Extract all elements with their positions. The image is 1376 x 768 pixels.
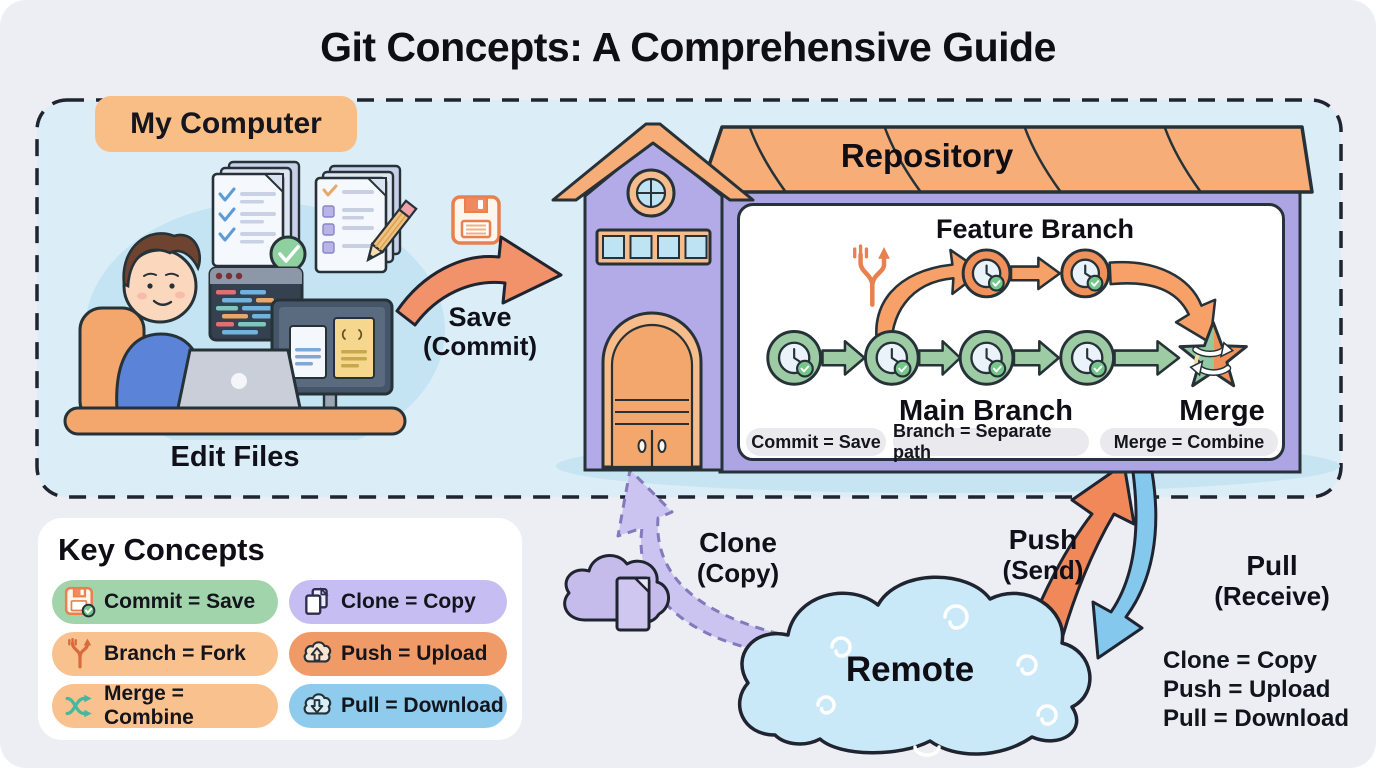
concept-clone: Clone = Copy — [289, 580, 507, 624]
repository-label: Repository — [840, 137, 1014, 174]
concept-label: Clone = Copy — [341, 590, 476, 613]
concept-label: Pull = Download — [341, 694, 504, 717]
window-row — [595, 228, 712, 266]
concept-branch: Branch = Fork — [52, 632, 278, 676]
cloud-download-icon — [301, 690, 333, 722]
merge-star-icon — [1178, 320, 1248, 388]
fork-branch-icon — [853, 244, 890, 307]
main-branch-label: Main Branch — [898, 395, 1074, 427]
clone-cloud-icon — [563, 554, 670, 632]
key-concepts-panel: Key Concepts Commit = Save Clone = Copy … — [38, 518, 522, 740]
main-branch-arrows — [821, 340, 1181, 376]
save-commit-label: Save (Commit) — [422, 302, 538, 362]
desk — [63, 406, 407, 436]
page-title: Git Concepts: A Comprehensive Guide — [320, 24, 1056, 70]
concept-pull: Pull = Download — [289, 684, 507, 728]
developer-illustration — [63, 160, 445, 440]
fork-branch-icon — [64, 637, 96, 670]
documents-icon — [301, 586, 333, 618]
commit-definition-pill: Commit = Save — [746, 428, 886, 456]
checked-documents-icon — [211, 160, 307, 273]
monitor — [270, 298, 394, 412]
concept-label: Merge = Combine — [104, 682, 194, 729]
legend-pull: Pull = Download — [1163, 705, 1350, 732]
remote-label: Remote — [845, 650, 975, 689]
legend-clone: Clone = Copy — [1163, 647, 1318, 674]
commit-graph — [766, 244, 1248, 388]
pull-arrow — [1091, 470, 1158, 660]
commit-graph-panel: Feature Branch Main Branch Merge Commit … — [737, 203, 1285, 462]
concept-label: Push = Upload — [341, 642, 488, 665]
cloud-swirls — [816, 604, 1058, 757]
remote-cloud — [737, 575, 1092, 757]
arched-door — [601, 311, 703, 469]
round-window-icon — [626, 168, 676, 218]
my-computer-badge: My Computer — [95, 96, 357, 152]
merge-definition-pill: Merge = Combine — [1100, 428, 1278, 456]
building-roof — [698, 125, 1314, 194]
feature-arrow — [1009, 256, 1062, 291]
merge-shuffle-icon — [64, 690, 96, 722]
flow-legend: Clone = Copy Push = Upload Pull = Downlo… — [1163, 646, 1349, 733]
concept-commit: Commit = Save — [52, 580, 278, 624]
push-flow-label: Push (Send) — [1002, 524, 1084, 585]
merge-label: Merge — [1179, 395, 1265, 427]
clone-arrow — [616, 468, 782, 652]
my-computer-label: My Computer — [130, 107, 322, 140]
pull-flow-label: Pull (Receive) — [1214, 550, 1330, 611]
concept-merge: Merge = Combine — [52, 682, 278, 729]
concept-label: Commit = Save — [104, 590, 256, 613]
clone-flow-label: Clone (Copy) — [696, 527, 780, 588]
pencil-icon — [366, 199, 418, 263]
edit-files-caption: Edit Files — [170, 441, 300, 473]
floppy-disk-icon — [64, 586, 96, 618]
edited-documents-icon — [314, 164, 418, 274]
legend-push: Push = Upload — [1163, 676, 1331, 703]
floppy-disk-icon — [451, 195, 501, 245]
cloud-upload-icon — [301, 638, 333, 670]
concept-push: Push = Upload — [289, 632, 507, 676]
key-concepts-title: Key Concepts — [58, 532, 265, 567]
save-commit-arrow — [395, 235, 563, 327]
concept-label: Branch = Fork — [104, 642, 246, 665]
gable-roof — [551, 122, 755, 202]
feature-branch-label: Feature Branch — [935, 214, 1135, 244]
